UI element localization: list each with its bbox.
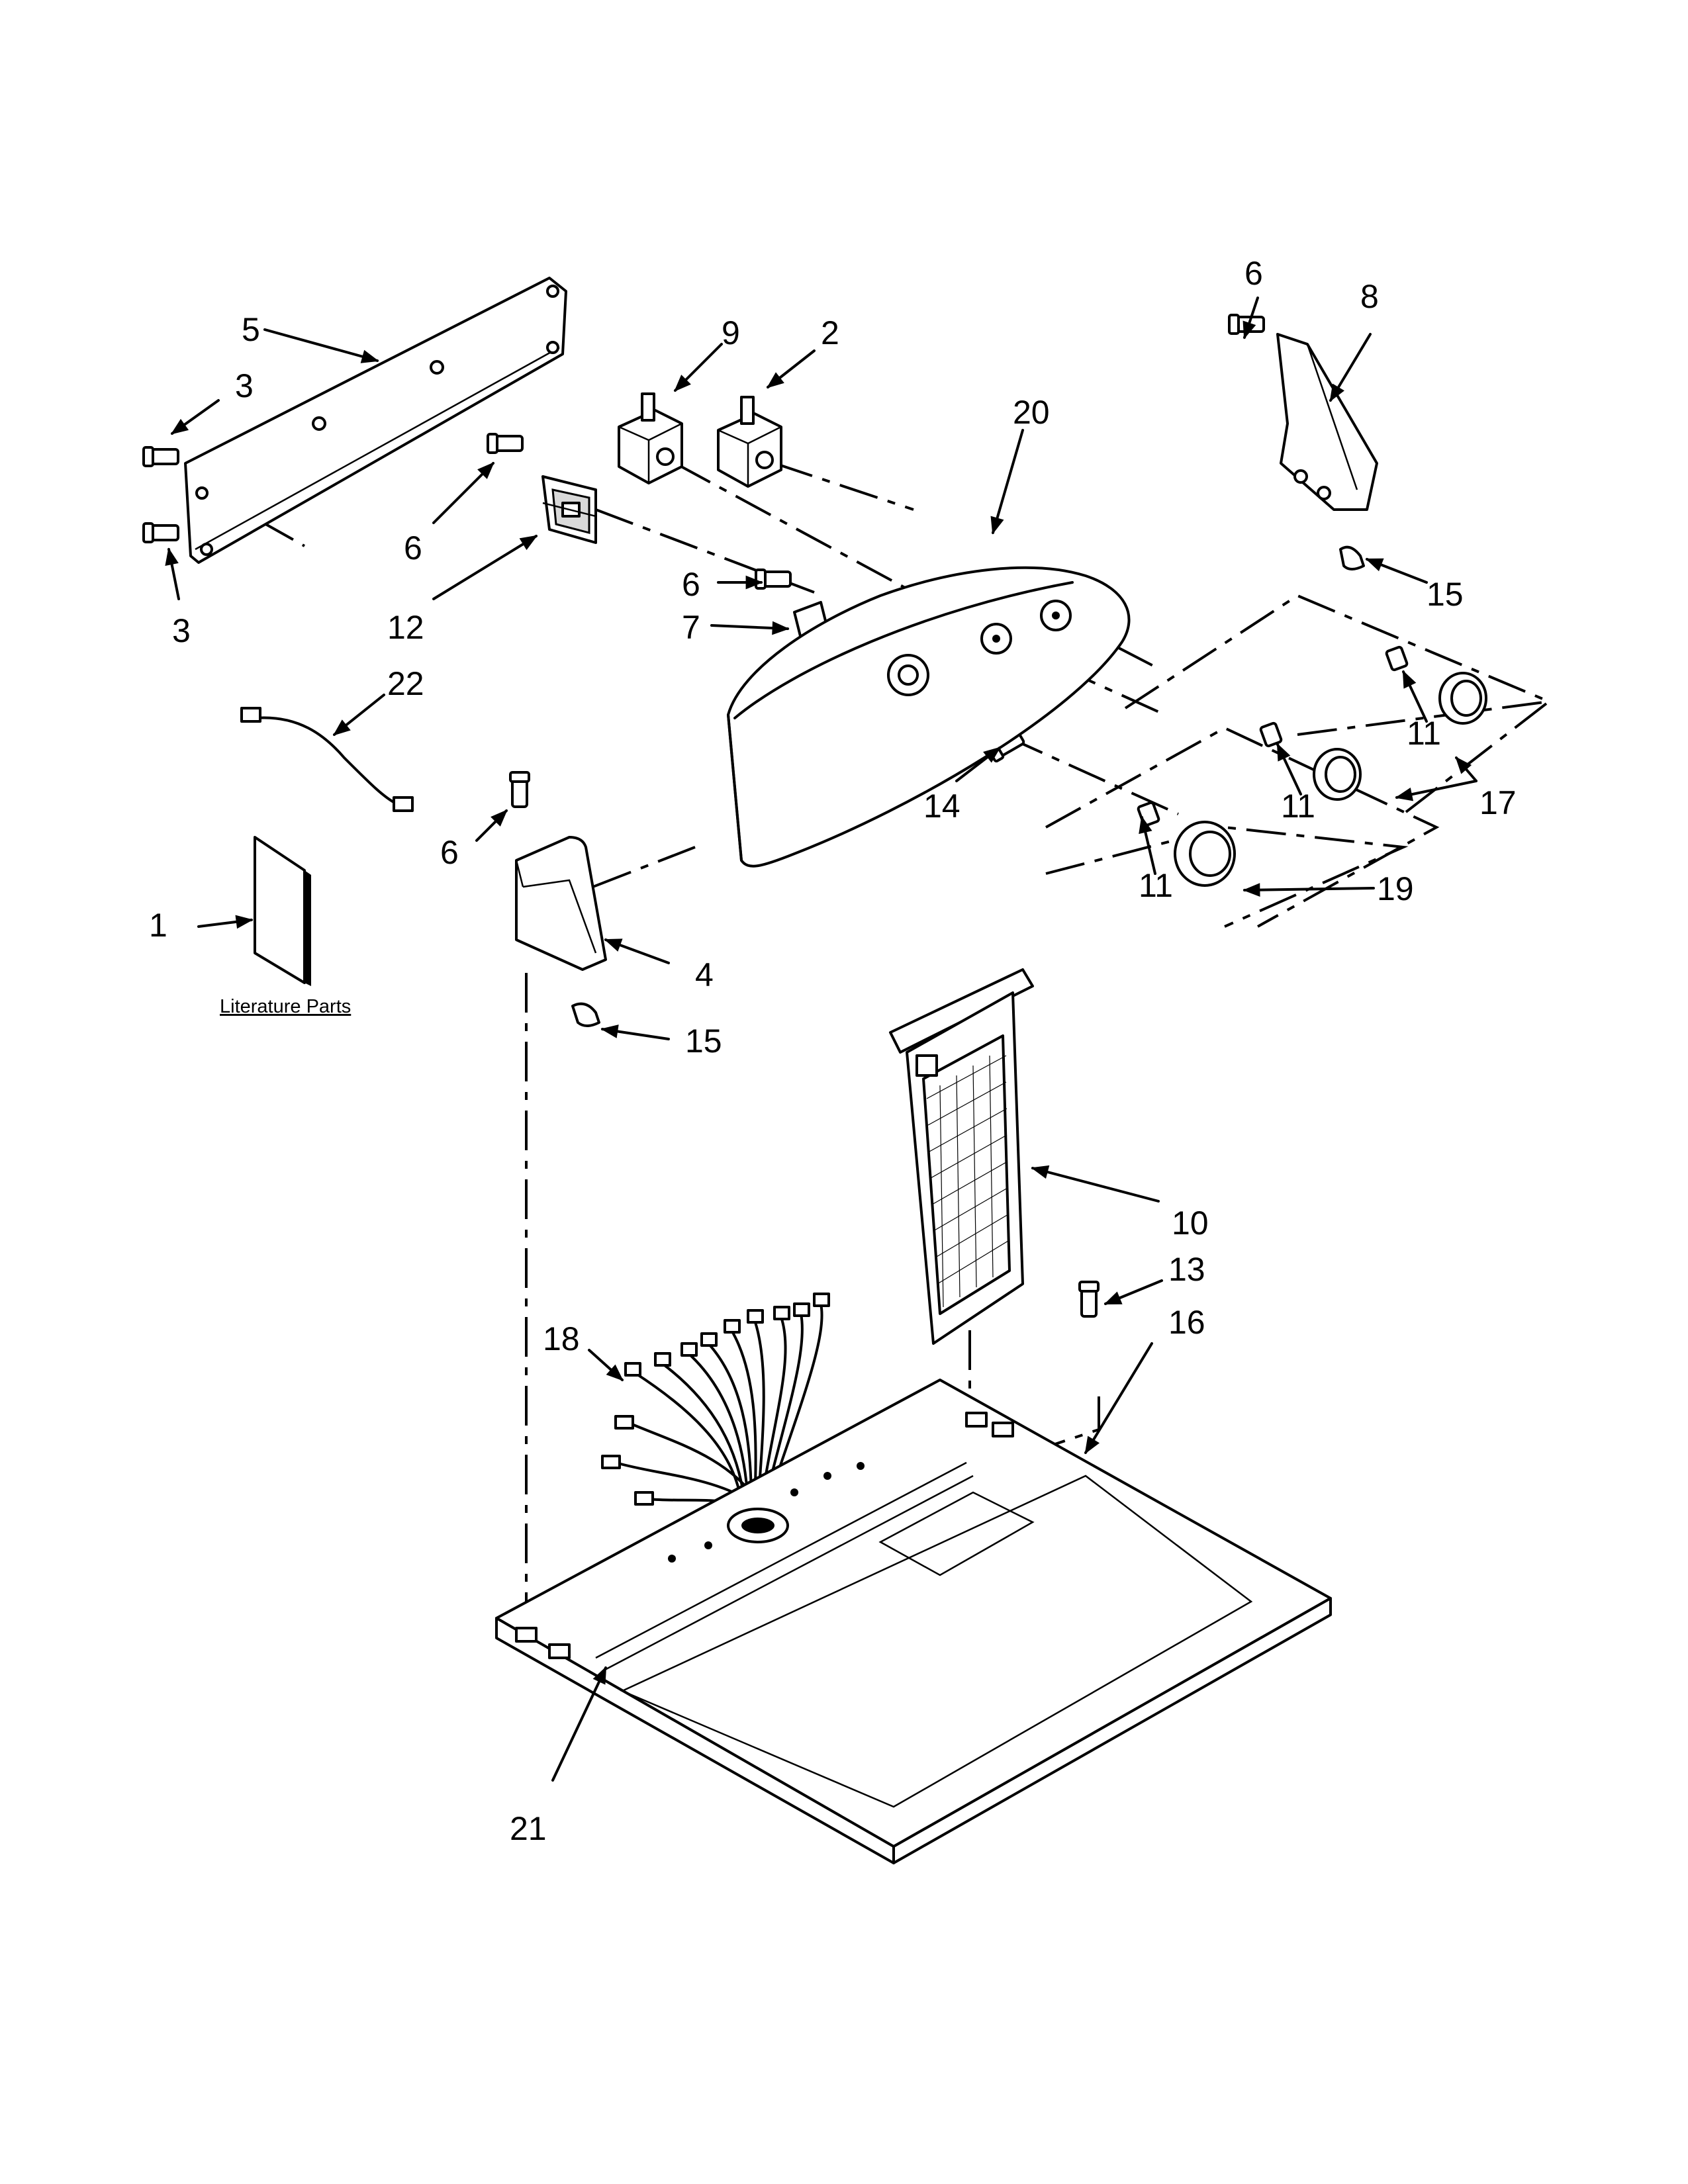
callout-5: 5 bbox=[242, 311, 260, 348]
callout-9: 9 bbox=[722, 314, 740, 351]
part-wire-clip bbox=[571, 545, 1365, 1027]
screw-icon bbox=[142, 446, 179, 467]
part-bracket-8 bbox=[1276, 333, 1378, 511]
part-rear-panel bbox=[184, 277, 567, 564]
callout-6: 6 bbox=[440, 834, 459, 871]
screw-icon bbox=[487, 433, 524, 454]
part-top-panel bbox=[495, 1379, 1332, 1864]
part-switch-9 bbox=[618, 392, 683, 484]
wire-terminals bbox=[601, 1293, 830, 1506]
screw-icon bbox=[142, 522, 179, 543]
callout-21: 21 bbox=[510, 1810, 547, 1847]
part-timer bbox=[541, 475, 597, 544]
callout-11: 11 bbox=[1281, 788, 1315, 825]
callout-20: 20 bbox=[1013, 394, 1050, 431]
callout-6: 6 bbox=[1244, 255, 1263, 292]
callout-6: 6 bbox=[404, 529, 422, 567]
callout-11: 11 bbox=[1407, 715, 1441, 752]
part-knob-inserts bbox=[1137, 645, 1409, 827]
callout-18: 18 bbox=[543, 1320, 580, 1357]
callout-7: 7 bbox=[682, 609, 700, 646]
callout-3: 3 bbox=[172, 612, 191, 649]
callout-10: 10 bbox=[1172, 1205, 1209, 1242]
part-lint-filter bbox=[889, 968, 1034, 1345]
part-literature bbox=[254, 836, 311, 986]
callout-15: 15 bbox=[685, 1023, 722, 1060]
part-end-cap bbox=[515, 836, 607, 971]
callout-22: 22 bbox=[387, 665, 424, 702]
leader-lines bbox=[165, 296, 1477, 1782]
callout-2: 2 bbox=[821, 314, 839, 351]
screw-icon bbox=[1078, 1281, 1100, 1318]
part-switch-2 bbox=[717, 396, 782, 488]
part-knobs bbox=[1174, 672, 1487, 887]
callout-3: 3 bbox=[235, 367, 254, 404]
callout-16: 16 bbox=[1168, 1304, 1205, 1341]
callout-numbers: 5 3 3 6 12 9 2 20 6 7 6 8 15 11 11 11 17… bbox=[149, 255, 1517, 1847]
part-console bbox=[727, 566, 1131, 868]
callout-12: 12 bbox=[387, 609, 424, 646]
literature-parts-label: Literature Parts bbox=[220, 996, 351, 1017]
part-harness-22 bbox=[240, 707, 414, 812]
callout-1: 1 bbox=[149, 907, 167, 944]
screw-icon bbox=[509, 771, 530, 808]
callout-8: 8 bbox=[1360, 278, 1379, 315]
callout-15: 15 bbox=[1427, 576, 1464, 613]
screw-icon bbox=[755, 569, 792, 590]
callout-6: 6 bbox=[682, 566, 700, 603]
callout-17: 17 bbox=[1479, 784, 1517, 821]
callout-13: 13 bbox=[1168, 1251, 1205, 1288]
filter-mesh bbox=[926, 1055, 1009, 1308]
callout-11: 11 bbox=[1139, 867, 1173, 904]
callout-14: 14 bbox=[923, 788, 961, 825]
callout-19: 19 bbox=[1377, 870, 1414, 907]
callout-4: 4 bbox=[695, 956, 714, 993]
